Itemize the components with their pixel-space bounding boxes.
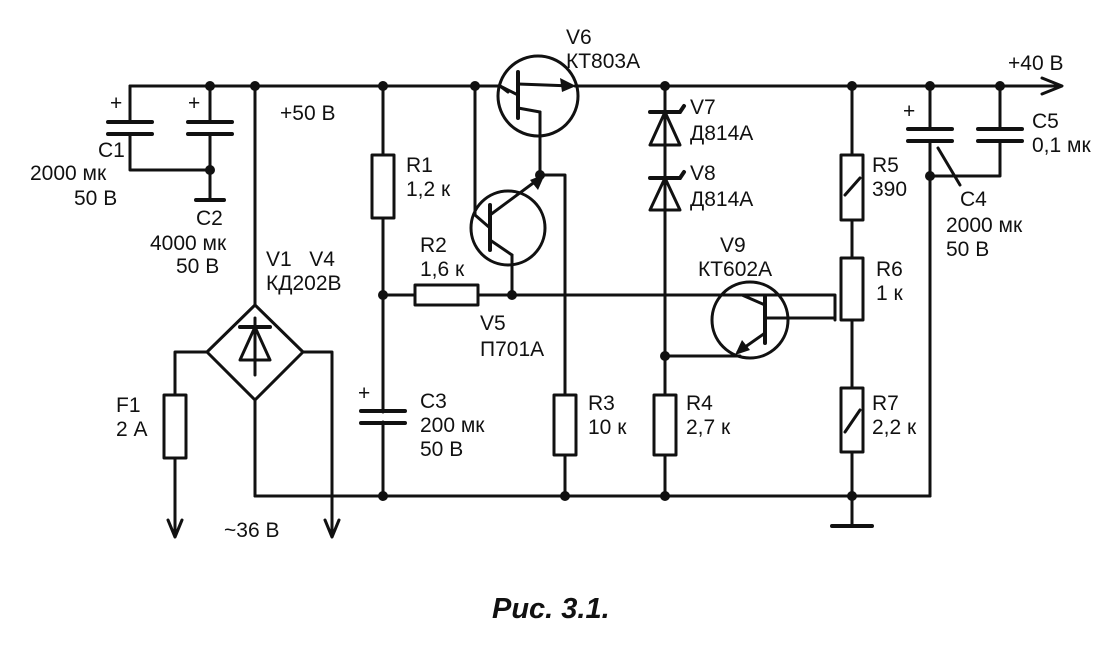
- label-c3: C3: [420, 390, 447, 413]
- label-plus40: +40 В: [1008, 52, 1063, 75]
- label-v9-type: КТ602А: [698, 258, 772, 281]
- label-v1-v4: V1 V4: [266, 248, 335, 271]
- zener-diode-v8: [648, 170, 686, 212]
- diode-bridge: [205, 303, 305, 402]
- label-ac-input: ~36 В: [224, 519, 279, 542]
- label-v8: V8: [690, 162, 716, 185]
- plus-sign-c4: +: [903, 100, 915, 123]
- label-c2-voltage: 50 В: [176, 255, 219, 278]
- label-r5-value: 390: [872, 178, 907, 201]
- label-c1: C1: [98, 139, 125, 162]
- fuse-f1: [162, 393, 188, 460]
- wires: [128, 76, 1064, 539]
- resistor-r2: [413, 283, 480, 307]
- capacitor-c4: [906, 127, 962, 187]
- resistor-r3: [552, 393, 578, 457]
- transistor-v5: [469, 174, 547, 267]
- label-c5-value: 0,1 мк: [1032, 134, 1091, 157]
- label-f1: F1: [116, 394, 141, 417]
- label-v7: V7: [690, 96, 716, 119]
- capacitor-c5: [976, 127, 1024, 143]
- label-r2-value: 1,6 к: [420, 258, 465, 281]
- label-v9: V9: [720, 234, 746, 257]
- label-v1-v4-type: КД202В: [266, 272, 342, 295]
- label-v5: V5: [480, 312, 506, 335]
- label-v5-type: П701А: [480, 338, 544, 361]
- capacitor-c1: [106, 120, 154, 136]
- resistor-r6: [833, 256, 865, 322]
- label-r7: R7: [872, 392, 899, 415]
- label-r5: R5: [872, 154, 899, 177]
- transistor-v9: [710, 280, 790, 360]
- label-r6: R6: [876, 258, 903, 281]
- zener-diode-v7: [648, 104, 686, 147]
- resistor-r5: [839, 153, 865, 222]
- label-r3-value: 10 к: [588, 416, 627, 439]
- label-c4-voltage: 50 В: [946, 238, 989, 261]
- plus-sign-c3: +: [358, 382, 370, 405]
- label-c3-value: 200 мк: [420, 414, 485, 437]
- capacitor-c3: [359, 409, 407, 425]
- label-r3: R3: [588, 392, 615, 415]
- label-plus50: +50 В: [280, 102, 335, 125]
- label-c4: C4: [960, 188, 987, 211]
- label-r7-value: 2,2 к: [872, 416, 917, 439]
- resistor-r4: [652, 393, 678, 457]
- label-v8-type: Д814А: [690, 188, 753, 211]
- label-r4-value: 2,7 к: [686, 416, 731, 439]
- label-r4: R4: [686, 392, 713, 415]
- resistor-r1: [370, 153, 396, 220]
- component-labels: + + + + C1 2000 мк 50 В C2 4000 мк 50 В …: [30, 26, 1091, 542]
- capacitor-c2: [186, 120, 234, 136]
- label-c5: C5: [1032, 110, 1059, 133]
- label-c3-voltage: 50 В: [420, 438, 463, 461]
- label-r1-value: 1,2 к: [406, 178, 451, 201]
- label-v6: V6: [566, 26, 592, 49]
- label-f1-value: 2 А: [116, 418, 148, 441]
- label-r6-value: 1 к: [876, 282, 904, 305]
- label-r1: R1: [406, 154, 433, 177]
- plus-sign-c1: +: [110, 92, 122, 115]
- label-v6-type: КТ803А: [566, 50, 640, 73]
- resistor-r7: [839, 386, 865, 454]
- label-r2: R2: [420, 234, 447, 257]
- figure-caption: Рис. 3.1.: [492, 593, 610, 625]
- label-c2-value: 4000 мк: [150, 232, 227, 255]
- label-c2: C2: [196, 207, 223, 230]
- label-v7-type: Д814А: [690, 122, 753, 145]
- transistor-v6: [496, 54, 580, 138]
- plus-sign-c2: +: [188, 92, 200, 115]
- label-c1-voltage: 50 В: [74, 187, 117, 210]
- label-c1-value: 2000 мк: [30, 162, 107, 185]
- junction-dots: [205, 81, 1005, 501]
- label-c4-value: 2000 мк: [946, 214, 1023, 237]
